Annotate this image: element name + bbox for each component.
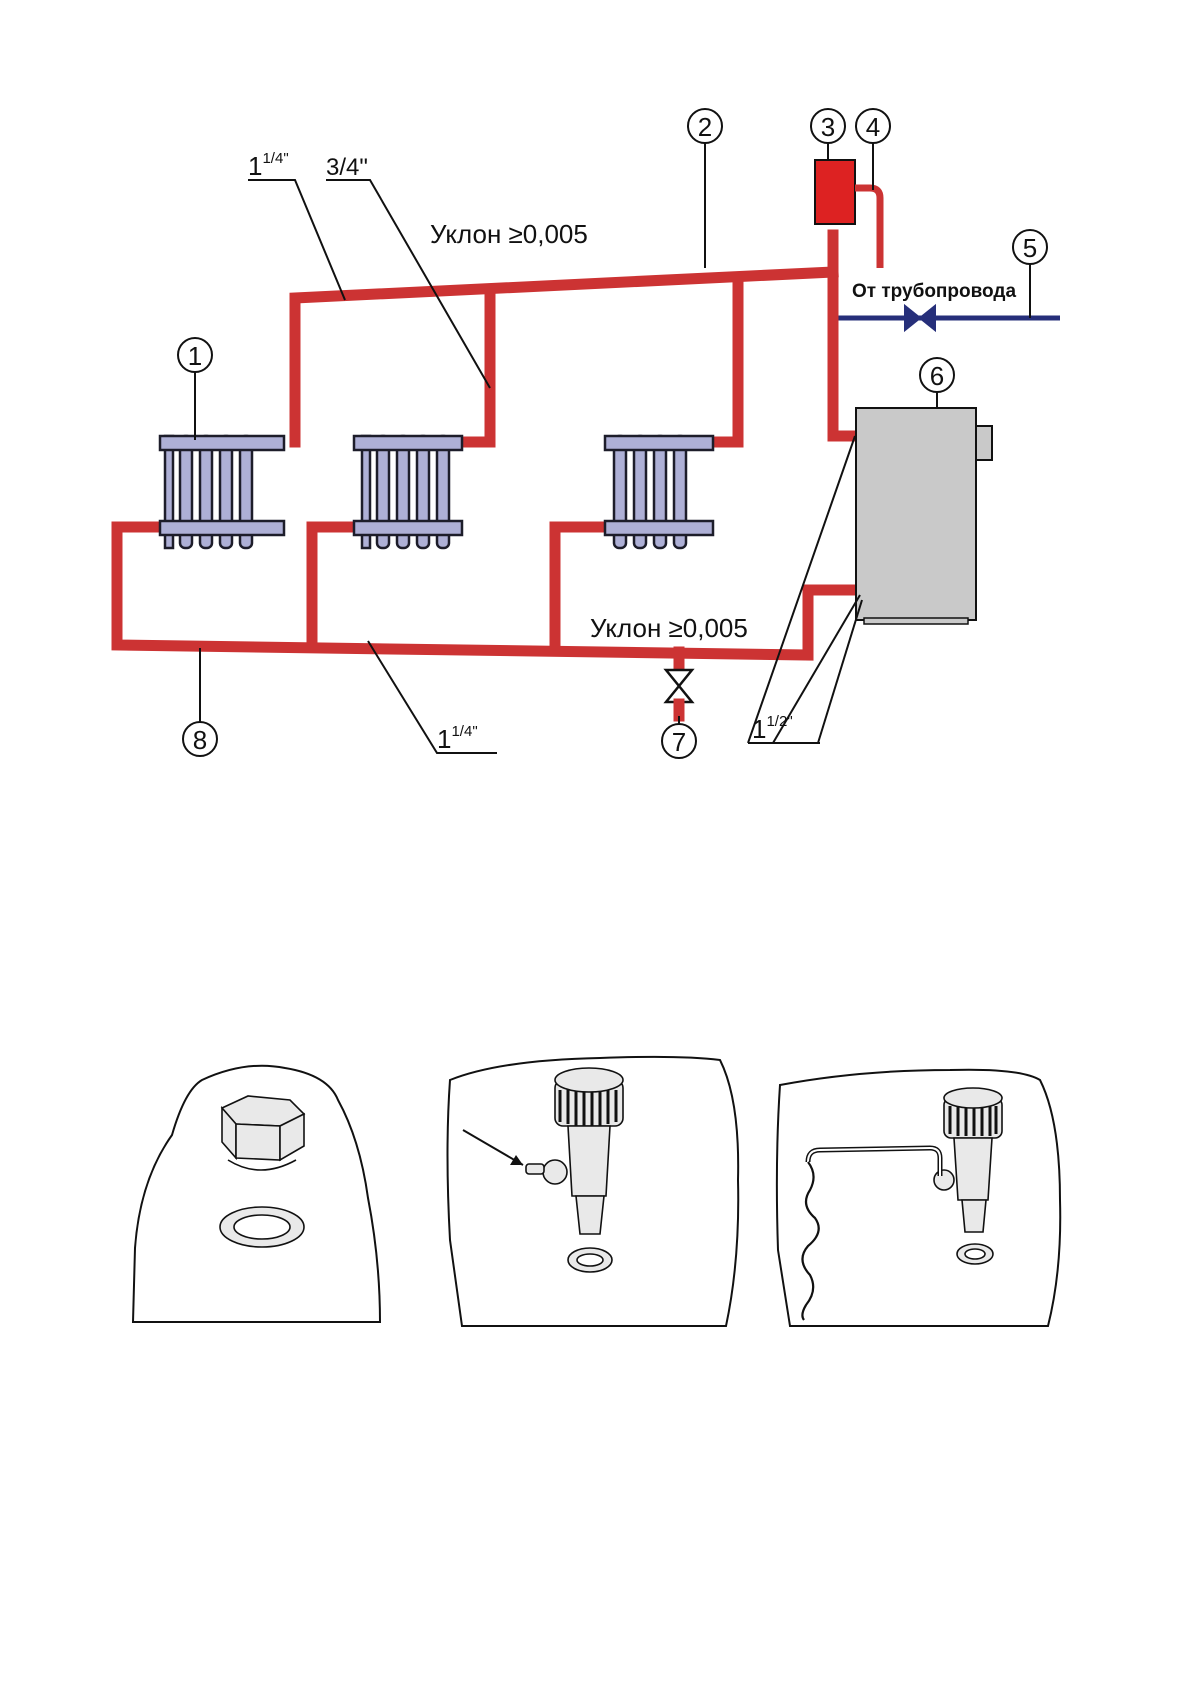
step-1-plug-illustration xyxy=(133,1066,380,1322)
callout-5: 5 xyxy=(1013,230,1047,264)
heating-system-diagram: 1 2 3 4 5 6 7 8 Уклон ≥0,005 Уклон ≥0,00… xyxy=(0,0,1192,800)
slope-label-bottom: Уклон ≥0,005 xyxy=(590,613,748,643)
expansion-tank xyxy=(815,160,880,268)
air-vent-installation-steps xyxy=(0,1030,1192,1360)
callout-1-number: 1 xyxy=(188,341,202,371)
pipe-size-bottom-base: 1 xyxy=(437,724,451,754)
callout-8-number: 8 xyxy=(193,725,207,755)
radiator-3 xyxy=(605,436,713,548)
pipe-size-bottom: 11/4" xyxy=(437,723,478,754)
pipe-size-top-left: 11/4" xyxy=(248,150,289,181)
callout-2: 2 xyxy=(688,109,722,143)
supply-valve-icon xyxy=(905,306,935,330)
water-supply-line xyxy=(835,306,1060,330)
callout-6-number: 6 xyxy=(930,361,944,391)
boiler xyxy=(856,408,992,624)
pipe-size-top-left-sup: 1/4" xyxy=(262,150,288,167)
pipe-size-boiler-base: 1 xyxy=(752,714,766,744)
callout-8: 8 xyxy=(183,722,217,756)
pipe-size-boiler: 11/2" xyxy=(752,713,793,744)
callout-3-number: 3 xyxy=(821,112,835,142)
callout-4-number: 4 xyxy=(866,112,880,142)
callout-4: 4 xyxy=(856,109,890,143)
slope-label-top: Уклон ≥0,005 xyxy=(430,219,588,249)
from-pipeline-label: От трубопровода xyxy=(852,281,1016,302)
pipe-size-boiler-sup: 1/2" xyxy=(766,713,792,730)
pipe-size-top-mid: 3/4" xyxy=(326,154,368,181)
callout-5-number: 5 xyxy=(1023,233,1037,263)
radiator-1 xyxy=(160,436,284,548)
pipe-size-bottom-sup: 1/4" xyxy=(451,723,477,740)
callout-7: 7 xyxy=(662,724,696,758)
callout-1: 1 xyxy=(178,338,212,372)
callout-2-number: 2 xyxy=(698,112,712,142)
radiator-2 xyxy=(354,436,462,548)
callout-6: 6 xyxy=(920,358,954,392)
pipe-size-top-left-base: 1 xyxy=(248,151,262,181)
callout-7-number: 7 xyxy=(672,727,686,757)
step-3-air-vent-with-tube-illustration xyxy=(777,1070,1060,1326)
step-2-air-vent-illustration xyxy=(448,1057,739,1326)
drain-valve-icon xyxy=(666,670,692,702)
callout-3: 3 xyxy=(811,109,845,143)
